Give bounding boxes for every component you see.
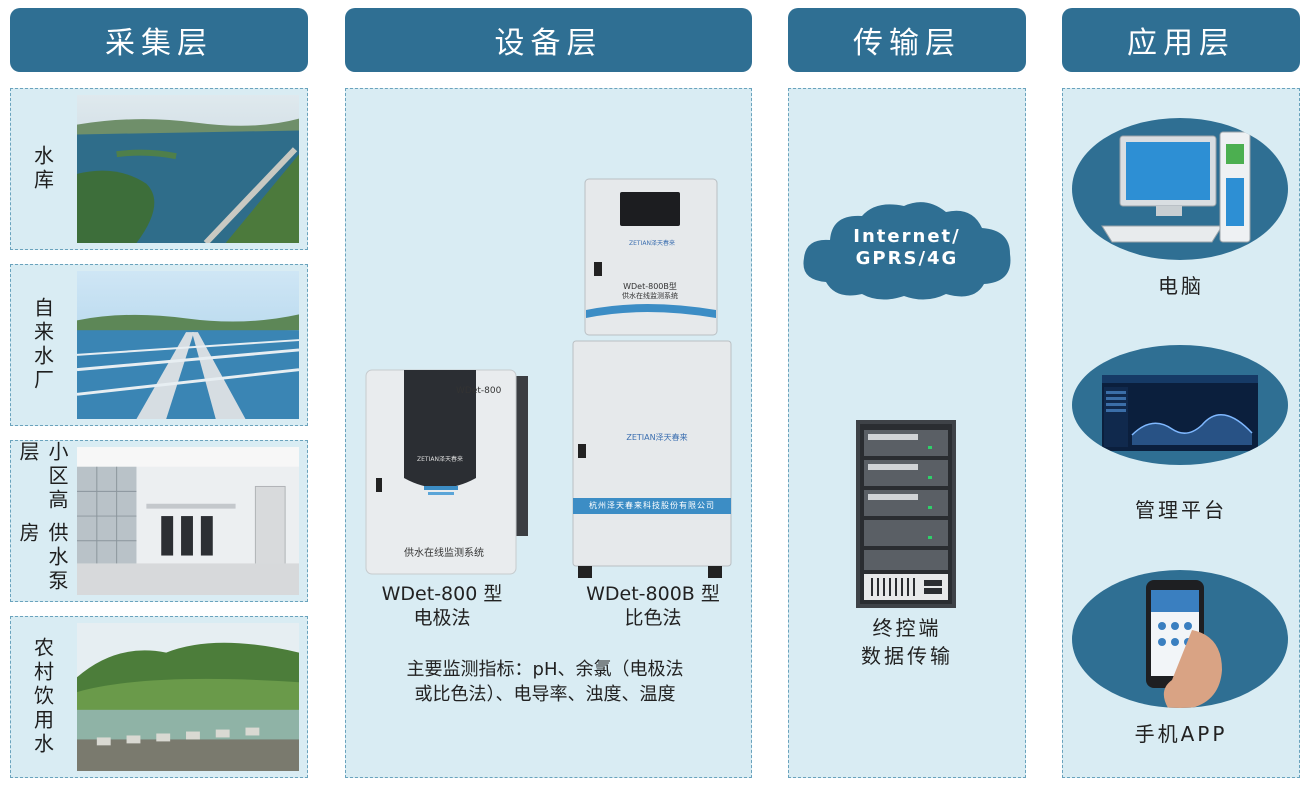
wdet-800-brand: ZETIAN泽天春来 bbox=[417, 456, 463, 463]
wdet-800b-top-cabinet: ZETIAN泽天春来 WDet-800B型 供水在线监测系统 bbox=[584, 178, 718, 336]
collect-row-rural: 农村饮用水 bbox=[10, 616, 308, 778]
wdet-800b-brand: ZETIAN泽天春来 bbox=[626, 433, 688, 442]
dashboard-icon bbox=[1102, 375, 1258, 451]
collect-layer-title: 采集层 bbox=[105, 26, 213, 61]
wdet-800b-model: WDet-800B 型 bbox=[586, 583, 720, 605]
cloud-line2: GPRS/4G bbox=[855, 248, 959, 269]
server-rack bbox=[856, 420, 956, 608]
server-rack-icon bbox=[856, 420, 956, 608]
waterworks-label: 自来水厂 bbox=[30, 297, 55, 393]
rural-photo bbox=[77, 623, 299, 771]
application-layer-title: 应用层 bbox=[1127, 26, 1235, 61]
pump-room-photo bbox=[77, 447, 299, 595]
device-layer-header: 设备层 bbox=[345, 8, 752, 72]
cloud-icon bbox=[803, 202, 1011, 300]
device-layer-title: 设备层 bbox=[494, 26, 603, 61]
wdet-800b-company: 杭州泽天春来科技股份有限公司 bbox=[589, 501, 715, 510]
server-line2: 数据传输 bbox=[861, 644, 953, 668]
wdet-800b-caption: WDet-800B 型 比色法 bbox=[580, 582, 726, 630]
phone-oval bbox=[1072, 570, 1288, 708]
wdet-800-cabinet: WDet-800 ZETIAN泽天春来 供水在线监测系统 bbox=[364, 368, 528, 578]
transport-layer-header: 传输层 bbox=[788, 8, 1026, 72]
network-cloud: Internet/ GPRS/4G bbox=[796, 196, 1018, 304]
wdet-800b-method: 比色法 bbox=[624, 607, 682, 629]
platform-label: 管理平台 bbox=[1135, 498, 1227, 522]
pump-room-label: 供水泵房 bbox=[16, 522, 69, 594]
mobile-app-label: 手机APP bbox=[1134, 722, 1228, 746]
reservoir-label: 水库 bbox=[30, 145, 55, 193]
cloud-line1: Internet/ bbox=[853, 226, 961, 247]
server-line1: 终控端 bbox=[872, 616, 942, 640]
waterworks-photo bbox=[77, 271, 299, 419]
transport-layer-title: 传输层 bbox=[853, 26, 961, 61]
computer-oval bbox=[1072, 118, 1288, 260]
computer-label: 电脑 bbox=[1158, 274, 1204, 298]
reservoir-photo bbox=[77, 95, 299, 243]
monitoring-indicators-note: 主要监测指标：pH、余氯（电极法 或比色法）、电导率、浊度、温度 bbox=[380, 657, 710, 707]
collect-row-reservoir: 水库 bbox=[10, 88, 308, 250]
monitoring-indicators-line2: 或比色法）、电导率、浊度、温度 bbox=[414, 684, 676, 705]
collect-row-waterworks: 自来水厂 bbox=[10, 264, 308, 426]
wdet-800-panel-text: 供水在线监测系统 bbox=[404, 548, 484, 559]
wdet-800b-top-brand: ZETIAN泽天春来 bbox=[629, 240, 675, 247]
wdet-800-caption: WDet-800 型 电极法 bbox=[372, 582, 512, 630]
rural-label: 农村饮用水 bbox=[30, 637, 55, 757]
wdet-800-model: WDet-800 型 bbox=[381, 583, 503, 605]
wdet-800b-top-model: WDet-800B型 bbox=[623, 282, 677, 291]
platform-oval bbox=[1072, 345, 1288, 465]
highrise-label: 小区高层 bbox=[16, 441, 69, 513]
mobile-phone-icon bbox=[1146, 580, 1222, 708]
wdet-800b-bottom-cabinet: ZETIAN泽天春来 杭州泽天春来科技股份有限公司 bbox=[572, 340, 732, 578]
collect-row-pump-room: 小区高层 供水泵房 bbox=[10, 440, 308, 602]
server-caption: 终控端 数据传输 bbox=[800, 614, 1014, 670]
monitoring-indicators-line1: 主要监测指标：pH、余氯（电极法 bbox=[406, 659, 684, 680]
wdet-800-method: 电极法 bbox=[413, 607, 471, 629]
application-layer-header: 应用层 bbox=[1062, 8, 1300, 72]
wdet-800-panel-model: WDet-800 bbox=[456, 386, 502, 396]
collect-layer-header: 采集层 bbox=[10, 8, 308, 72]
wdet-800b-top-text: 供水在线监测系统 bbox=[622, 292, 678, 300]
computer-icon bbox=[1101, 131, 1251, 243]
